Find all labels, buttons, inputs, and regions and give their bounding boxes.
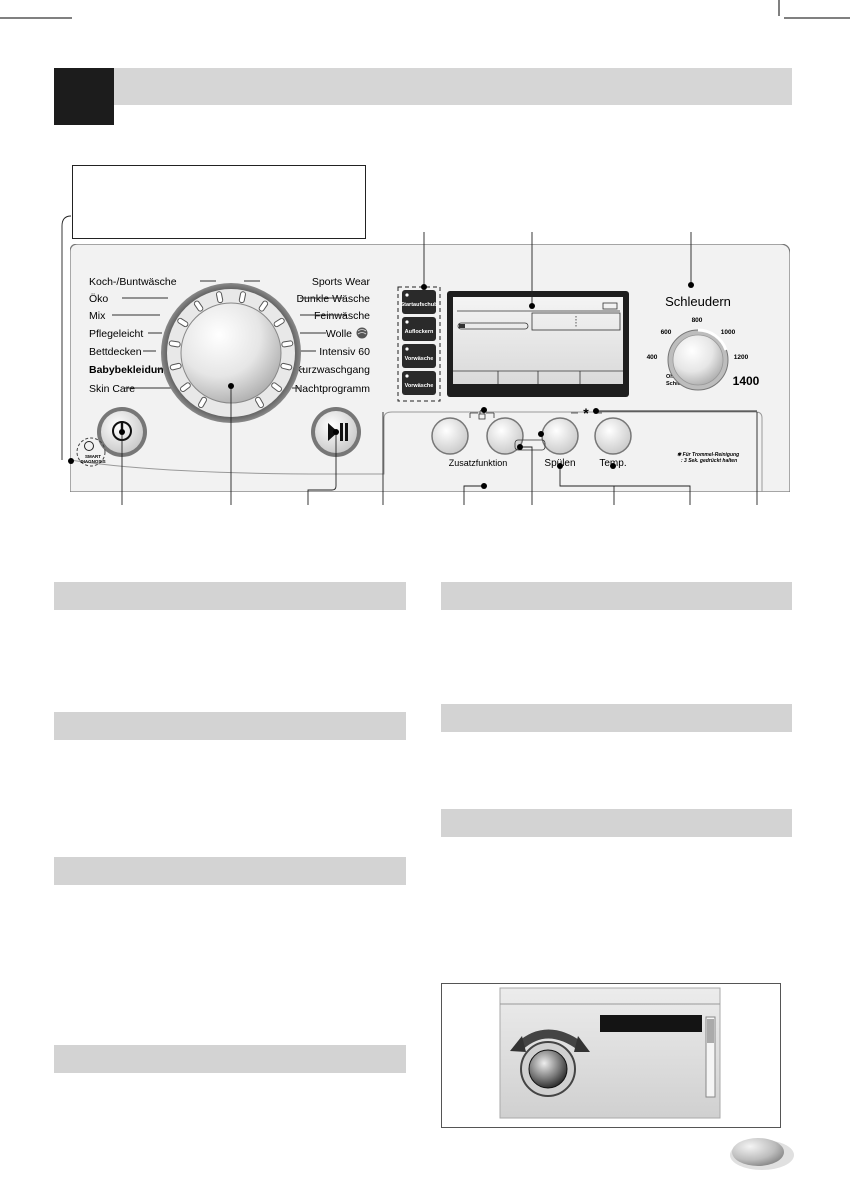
section-bar [54, 712, 406, 740]
option-button-prewash[interactable]: Vorwäsche [402, 344, 436, 368]
spin-speed: 600 [661, 329, 672, 336]
page-number-oval [730, 1138, 794, 1170]
option-button-fluff[interactable]: Auflockern [402, 317, 436, 341]
section-bar [54, 1045, 406, 1073]
callout-lines [61, 215, 758, 505]
option-label: Vorwäsche [405, 356, 434, 362]
smart-diagnosis-logo: SMART DIAGNOSIS [76, 437, 106, 467]
program-indicator-led [280, 362, 293, 371]
program-indicator-led [255, 396, 264, 408]
lcd-display [447, 291, 629, 397]
option-button-delay[interactable]: Startaufschub [401, 290, 439, 314]
callout-box [72, 165, 366, 239]
section-bar [54, 857, 406, 885]
section-bar [441, 809, 792, 837]
option-button-prewash-2[interactable]: Vorwäsche [402, 371, 436, 395]
temp-button[interactable] [594, 417, 632, 455]
section-marker [54, 68, 114, 125]
program-indicator-led [177, 317, 189, 328]
program-indicator-led [168, 340, 181, 348]
drum-note: : 3 Sek. gedrückt halten [681, 458, 737, 464]
program-label-left: Skin Care [89, 383, 135, 395]
program-label-right: Sports Wear [312, 276, 371, 288]
program-indicator-led [193, 300, 204, 312]
program-indicator-led [216, 291, 224, 304]
display-illustration-art [499, 987, 721, 1119]
program-label-right: Dunkle Wäsche [296, 293, 370, 305]
extra-function-button[interactable] [431, 417, 469, 455]
program-indicator-led [169, 362, 182, 371]
program-label-left: Öko [89, 293, 108, 305]
program-label-right: Intensiv 60 [319, 346, 370, 358]
crop-marks [0, 0, 850, 19]
spin-title: Schleudern [665, 294, 731, 309]
program-label-left: Babybekleidung [89, 364, 170, 376]
program-indicator-led [180, 382, 191, 393]
spin-speed: 400 [647, 354, 658, 361]
program-label-left: Pflegeleicht [89, 328, 143, 340]
spin-speed: 1200 [734, 354, 749, 361]
option-label: Startaufschub [401, 302, 439, 308]
program-dial[interactable] [161, 283, 301, 423]
wool-icon [356, 327, 368, 339]
option-label: Auflockern [405, 329, 434, 335]
program-indicator-led [271, 382, 282, 393]
page-heading-bar [114, 68, 792, 105]
program-indicator-led [273, 317, 285, 328]
program-indicator-led [238, 291, 246, 304]
spin-speed: 1000 [721, 329, 736, 336]
display-illustration [441, 983, 781, 1128]
program-label-left: Koch-/Buntwäsche [89, 276, 177, 288]
program-label-right: Nachtprogramm [295, 383, 371, 395]
section-bar [54, 582, 406, 610]
program-label-right: Feinwäsche [314, 310, 370, 322]
extra-function-button-2[interactable] [486, 417, 524, 455]
option-label: Vorwäsche [405, 383, 434, 389]
smart-label: SMART [85, 454, 101, 459]
section-bar [441, 582, 792, 610]
extra-function-label: Zusatzfunktion [449, 458, 508, 468]
program-label-left: Mix [89, 310, 106, 322]
spin-speed: 800 [692, 317, 703, 324]
program-indicator-led [281, 340, 294, 348]
star-icon: * [583, 405, 589, 421]
program-label-right: Kurzwaschgang [295, 364, 370, 376]
program-label-left: Bettdecken [89, 346, 142, 358]
program-label-right: Wolle [326, 328, 352, 340]
program-indicator-led [258, 300, 269, 312]
diagnosis-label: DIAGNOSIS [80, 459, 105, 464]
drum-note: ✱ Für Trommel-Reinigung [677, 452, 739, 458]
spin-speed-max: 1400 [733, 374, 760, 388]
spin-dial[interactable] [667, 328, 729, 391]
program-indicator-led [198, 396, 207, 408]
section-bar [441, 704, 792, 732]
